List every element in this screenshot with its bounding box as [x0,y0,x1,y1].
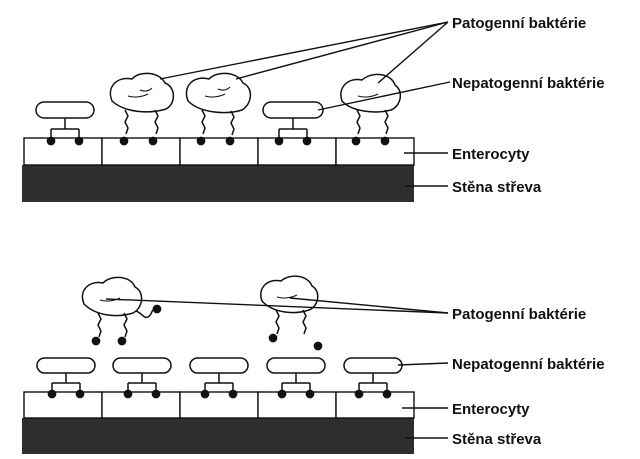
top-label-nonpathogenic: Nepatogenní baktérie [452,75,605,92]
leader-line [105,298,449,314]
top-enterocyte-row [23,137,415,166]
bottom-enterocyte [335,391,415,419]
top-label-pathogenic: Patogenní baktérie [452,15,586,32]
top-enterocyte [335,137,415,166]
top-panel: Patogenní baktérie Nepatogenní baktérie … [22,15,605,202]
top-pathogenic-bacterium [109,72,175,146]
bottom-panel: Patogenní baktérie Nepatogenní baktérie … [22,275,605,454]
bottom-enterocyte [179,391,259,419]
bottom-pathogenic-bacterium [260,275,323,351]
top-nonpathogenic-bacterium [35,101,95,146]
top-gut-wall [22,165,414,202]
leader-line [159,21,449,80]
bottom-nonpathogenic-bacterium [112,357,172,399]
leader-line [317,81,451,111]
bottom-nonpathogenic-bacterium [36,357,96,399]
bottom-enterocyte-row [23,391,415,419]
bottom-leader-lines [105,297,449,439]
bottom-label-nonpathogenic: Nepatogenní baktérie [452,356,605,373]
leader-line [289,297,449,314]
top-leader-lines [159,21,451,187]
leader-line [377,21,449,84]
top-enterocyte [101,137,181,166]
top-enterocyte [257,137,337,166]
bottom-label-pathogenic: Patogenní baktérie [452,306,586,323]
bottom-enterocyte [101,391,181,419]
leader-line [397,362,449,366]
bottom-nonpathogenic-bacterium [266,357,326,399]
bottom-enterocyte [257,391,337,419]
top-pathogenic-bacterium [340,73,402,146]
bottom-label-gut-wall: Stěna střeva [452,431,542,448]
top-label-gut-wall: Stěna střeva [452,179,542,196]
bottom-nonpathogenic-bacterium [343,357,403,399]
top-enterocyte [179,137,259,166]
bottom-enterocyte [23,391,103,419]
bottom-nonpathogenic-bacterium [189,357,249,399]
top-enterocyte [23,137,103,166]
top-nonpathogenic-bacterium [262,101,324,146]
bottom-gut-wall [22,418,414,454]
leader-line [235,21,449,80]
top-pathogenic-bacterium [185,72,252,146]
bottom-pathogenic-bacterium [81,276,162,346]
bottom-label-enterocytes: Enterocyty [452,401,530,418]
top-label-enterocytes: Enterocyty [452,146,530,163]
